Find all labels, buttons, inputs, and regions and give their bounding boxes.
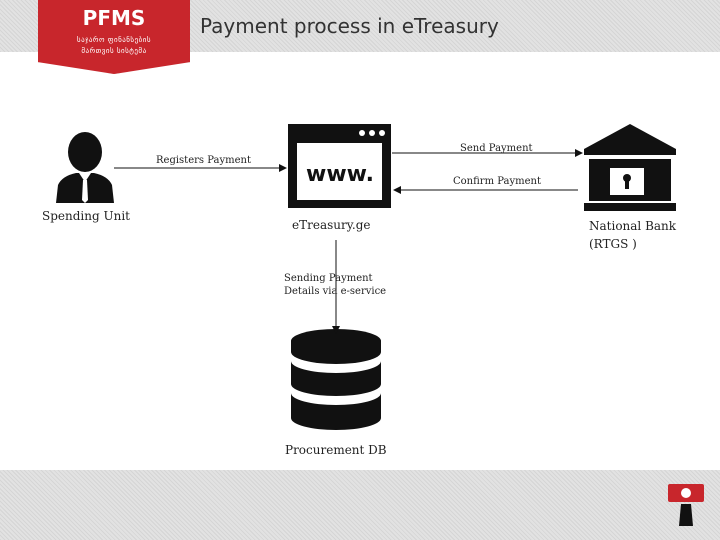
pfms-figure-logo-icon	[668, 484, 704, 526]
footer-band	[0, 470, 720, 540]
spending-unit-label: Spending Unit	[42, 209, 130, 223]
www-label: www.	[306, 162, 374, 187]
logo-subtitle-line2: მართვის სისტემა	[81, 47, 147, 55]
national-bank-label: National Bank	[589, 219, 677, 233]
browser-window-icon: www.	[288, 124, 391, 208]
pfms-logo: PFMS საჯარო ფინანსების მართვის სისტემა	[38, 0, 190, 74]
rtgs-label: (RTGS )	[589, 237, 637, 251]
logo-subtitle-line1: საჯარო ფინანსების	[76, 36, 152, 44]
bank-building-icon	[584, 124, 676, 211]
send-payment-label: Send Payment	[460, 143, 533, 154]
etreasury-label: eTreasury.ge	[292, 218, 371, 232]
logo-title: PFMS	[82, 6, 146, 30]
sending-details-label-line1: Sending Payment	[284, 273, 373, 284]
registers-payment-label: Registers Payment	[156, 155, 251, 166]
procurement-db-label: Procurement DB	[285, 443, 387, 457]
database-icon	[291, 329, 381, 430]
sending-details-label-line2: Details via e-service	[284, 286, 387, 297]
confirm-payment-label: Confirm Payment	[453, 176, 541, 187]
page-title: Payment process in eTreasury	[200, 14, 499, 38]
person-icon	[56, 132, 114, 203]
